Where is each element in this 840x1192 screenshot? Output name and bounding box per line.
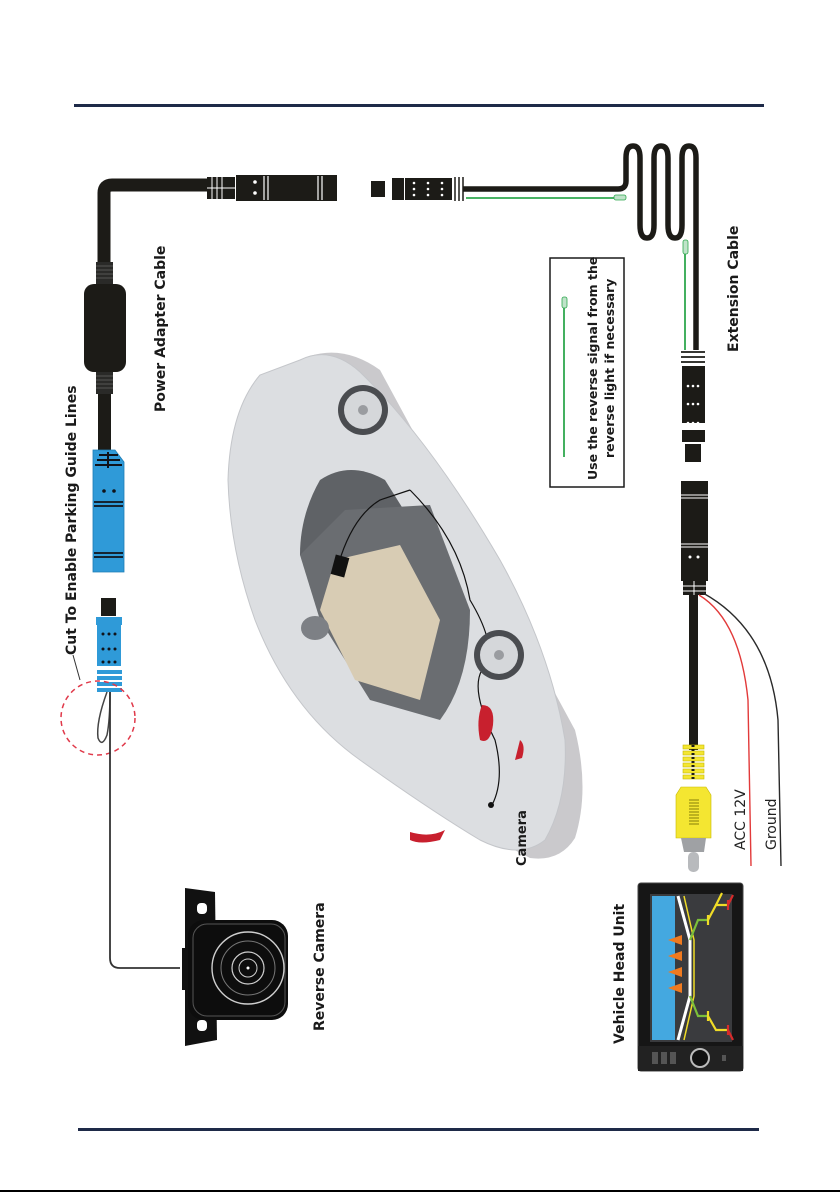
- label-power-adapter-cable: Power Adapter Cable: [153, 246, 169, 412]
- blue-male-connector: [96, 617, 122, 692]
- camera-lens-center: [247, 967, 250, 970]
- label-cut-guide-lines: Cut To Enable Parking Guide Lines: [64, 385, 80, 655]
- label-ground: Ground: [764, 799, 780, 851]
- power-adapter-box: [84, 284, 126, 372]
- rca-yellow-plug[interactable]: [676, 745, 711, 872]
- blue-female-connector: [93, 450, 124, 572]
- note-green-wire-tip: [562, 297, 567, 308]
- extension-lower-connector: [681, 352, 705, 462]
- cut-indicator-circle[interactable]: [61, 681, 135, 755]
- label-vehicle-head-unit: Vehicle Head Unit: [612, 904, 628, 1044]
- label-acc-12v: ACC 12V: [733, 789, 749, 850]
- note-text-line2: reverse light if necessary: [602, 279, 617, 458]
- label-camera: Camera: [515, 810, 530, 866]
- camera-wire: [110, 692, 180, 968]
- reverse-wire-tip-top[interactable]: [614, 195, 626, 200]
- head-unit-knob[interactable]: [691, 1049, 709, 1067]
- reverse-camera: [182, 888, 288, 1046]
- note-text-line1: Use the reverse signal from the: [585, 257, 600, 480]
- power-strain-relief-top: [96, 262, 113, 284]
- label-reverse-camera: Reverse Camera: [312, 902, 328, 1031]
- car-wheel-front: [338, 385, 388, 435]
- head-unit-screen-sky: [652, 896, 675, 1040]
- reverse-wire-tip-right[interactable]: [683, 240, 688, 254]
- cut-callout-line: [73, 655, 80, 680]
- power-strain-relief-bottom: [96, 372, 113, 394]
- car-wheel-rear: [474, 630, 524, 680]
- power-cable-lower: [98, 394, 111, 450]
- extension-top-connector: [371, 177, 463, 201]
- vehicle-head-unit: [638, 883, 743, 1071]
- blue-male-pin: [101, 598, 116, 616]
- rca-cable: [689, 595, 698, 750]
- car-illustration: [228, 353, 583, 859]
- car-camera-dot: [488, 802, 494, 808]
- label-extension-cable: Extension Cable: [726, 226, 742, 352]
- guide-line-loop: [98, 692, 110, 742]
- car-taillight-bottom: [410, 830, 445, 843]
- car-steering-wheel: [301, 616, 329, 640]
- rca-cable-connector: [681, 481, 708, 595]
- reverse-signal-note: Use the reverse signal from the reverse …: [550, 257, 624, 487]
- power-top-connector: [207, 175, 337, 201]
